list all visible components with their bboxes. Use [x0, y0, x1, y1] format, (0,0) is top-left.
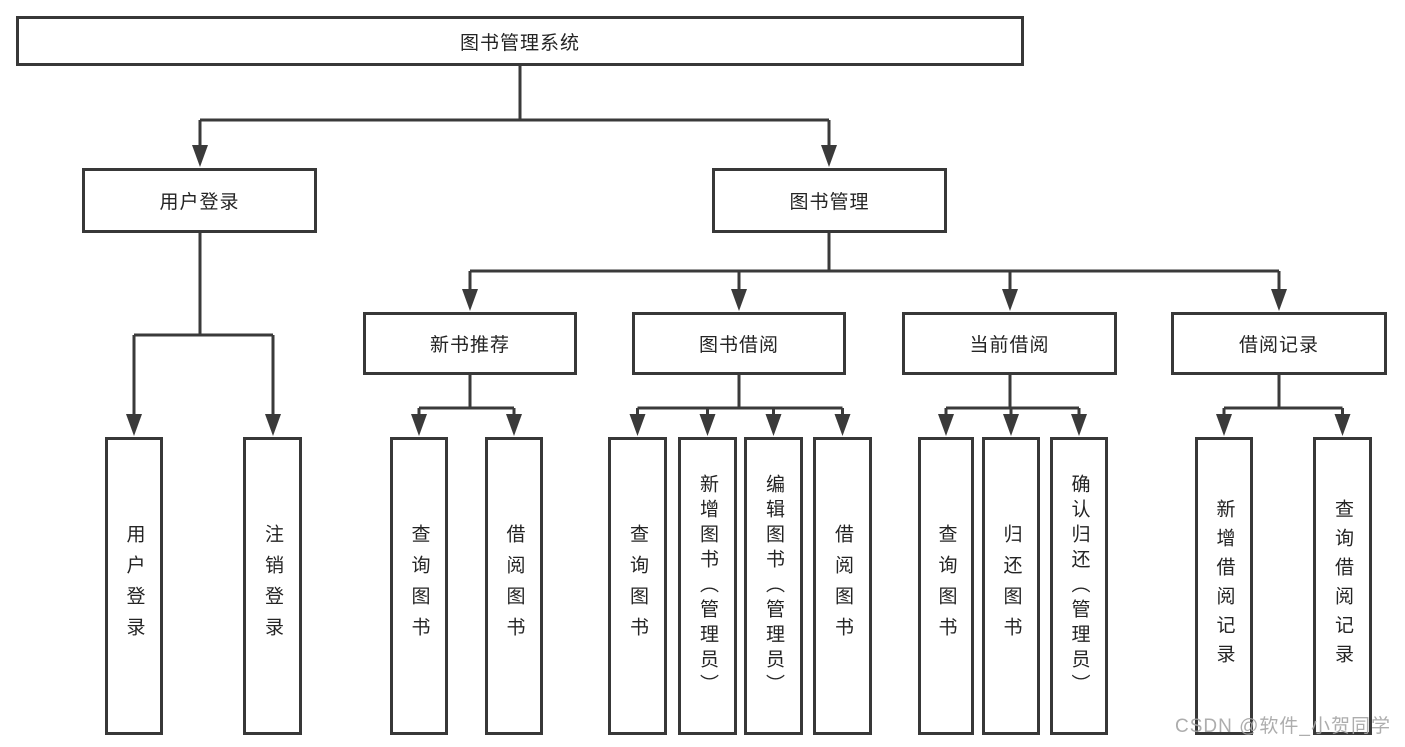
node-root-book-management-system: 图书管理系统 — [16, 16, 1024, 66]
node-edit-books-admin: 编辑图书（管理员） — [744, 437, 803, 735]
node-add-borrow-record: 新增借阅记录 — [1195, 437, 1253, 735]
node-logout: 注销登录 — [243, 437, 302, 735]
node-new-book-recommend: 新书推荐 — [363, 312, 577, 375]
node-current-borrow: 当前借阅 — [902, 312, 1117, 375]
node-borrow-records: 借阅记录 — [1171, 312, 1387, 375]
node-borrow-books-recommend: 借阅图书 — [485, 437, 543, 735]
node-confirm-return-admin: 确认归还（管理员） — [1050, 437, 1108, 735]
node-query-books-borrow: 查询图书 — [608, 437, 667, 735]
watermark: CSDN @软件_小贺同学 — [1175, 716, 1391, 737]
node-book-borrow: 图书借阅 — [632, 312, 846, 375]
node-book-management: 图书管理 — [712, 168, 947, 233]
node-borrow-books: 借阅图书 — [813, 437, 872, 735]
node-query-books-current: 查询图书 — [918, 437, 974, 735]
node-add-books-admin: 新增图书（管理员） — [678, 437, 737, 735]
node-return-books: 归还图书 — [982, 437, 1040, 735]
node-user-login-action: 用户登录 — [105, 437, 163, 735]
node-query-borrow-record: 查询借阅记录 — [1313, 437, 1372, 735]
node-query-books-recommend: 查询图书 — [390, 437, 448, 735]
node-user-login: 用户登录 — [82, 168, 317, 233]
